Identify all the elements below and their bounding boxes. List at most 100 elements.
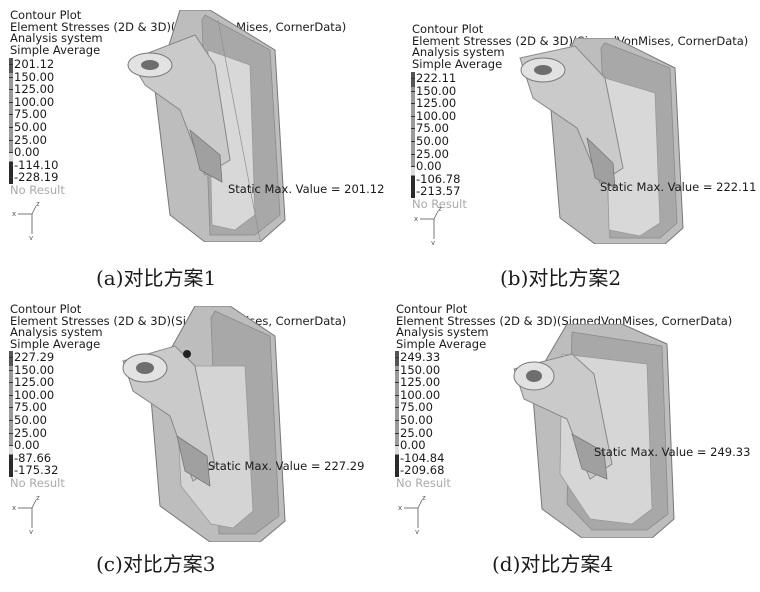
no-result-label: No Result	[10, 182, 65, 197]
contour-legend: 201.12 150.00 125.00 100.00 75.00 50.00 …	[9, 58, 65, 197]
axis-triad-icon: x z y	[396, 494, 426, 536]
static-max-value-label: Static Max. Value = 249.33	[594, 445, 751, 459]
axis-triad-icon: x z y	[10, 200, 40, 242]
no-result-label: No Result	[412, 196, 467, 211]
legend-color-bar	[9, 58, 13, 184]
header-line-1: Contour Plot	[396, 302, 468, 316]
header-line-4: Simple Average	[412, 56, 503, 71]
legend-color-bar	[411, 72, 415, 198]
legend-value-9: -213.57	[411, 185, 467, 198]
legend-value-8: -114.10	[9, 159, 65, 172]
legend-value-2: 125.00	[411, 97, 467, 110]
contour-panel-b: Contour Plot Element Stresses (2D & 3D)(…	[390, 0, 760, 296]
svg-text:y: y	[29, 528, 33, 534]
bracket-model-image	[513, 324, 675, 538]
header-line-3: Analysis system	[10, 31, 103, 45]
legend-value-4: 75.00	[9, 401, 65, 414]
legend-value-8: -87.66	[9, 452, 65, 465]
legend-value-9: -228.19	[9, 171, 65, 184]
plot-header: Contour Plot Element Stresses (2D & 3D)(…	[396, 302, 733, 351]
legend-value-5: 50.00	[395, 414, 451, 427]
plot-header: Contour Plot Element Stresses (2D & 3D)(…	[10, 302, 347, 351]
legend-value-6: 25.00	[9, 133, 65, 147]
svg-text:z: z	[438, 205, 442, 213]
header-line-1: Contour Plot	[10, 302, 82, 316]
svg-text:x: x	[12, 504, 16, 512]
legend-value-1: 150.00	[395, 363, 451, 377]
legend-value-3: 100.00	[9, 389, 65, 402]
legend-value-7: 0.00	[9, 439, 65, 452]
axis-triad-icon: x z y	[10, 494, 40, 536]
legend-value-4: 75.00	[395, 401, 451, 414]
legend-value-9: -175.32	[9, 464, 65, 477]
header-line-3: Analysis system	[396, 325, 489, 339]
static-max-value-label: Static Max. Value = 222.11	[600, 180, 757, 194]
contour-legend: 249.33 150.00 125.00 100.00 75.00 50.00 …	[395, 351, 451, 490]
legend-value-4: 75.00	[9, 108, 65, 121]
bracket-model-image	[127, 10, 286, 242]
header-line-1: Contour Plot	[10, 8, 82, 22]
contour-legend: 222.11 150.00 125.00 100.00 75.00 50.00 …	[411, 72, 467, 211]
header-line-4: Simple Average	[10, 42, 101, 57]
legend-value-1: 150.00	[9, 70, 65, 84]
contour-legend: 227.29 150.00 125.00 100.00 75.00 50.00 …	[9, 351, 65, 490]
header-line-3: Analysis system	[10, 325, 103, 339]
static-max-value-label: Static Max. Value = 201.12	[228, 182, 385, 196]
header-line-2: Element Stresses (2D & 3D)(SignedVonMise…	[396, 313, 733, 328]
legend-value-0: 249.33	[395, 351, 451, 364]
contour-panel-c: Contour Plot Element Stresses (2D & 3D)(…	[0, 296, 380, 592]
header-line-4: Simple Average	[396, 336, 487, 351]
bracket-model-image	[122, 306, 286, 542]
header-line-2: Element Stresses (2D & 3D)(SignedVonMise…	[10, 313, 347, 328]
contour-panel-d: Contour Plot Element Stresses (2D & 3D)(…	[390, 296, 760, 592]
header-line-3: Analysis system	[412, 45, 505, 59]
legend-value-6: 25.00	[9, 426, 65, 440]
legend-value-2: 125.00	[9, 83, 65, 96]
no-result-label: No Result	[10, 475, 65, 490]
svg-text:x: x	[398, 504, 402, 512]
legend-value-7: 0.00	[9, 146, 65, 159]
legend-value-1: 150.00	[9, 363, 65, 377]
figure-caption: (c)对比方案3	[96, 552, 216, 576]
figure-caption: (d)对比方案4	[492, 552, 614, 576]
legend-value-5: 50.00	[411, 135, 467, 148]
legend-value-0: 201.12	[9, 58, 65, 71]
legend-value-3: 100.00	[9, 96, 65, 109]
legend-value-8: -106.78	[411, 173, 467, 186]
legend-value-3: 100.00	[395, 389, 451, 402]
svg-text:z: z	[36, 200, 40, 208]
bracket-model-image	[519, 38, 684, 244]
legend-value-0: 227.29	[9, 351, 65, 364]
svg-text:x: x	[12, 210, 16, 218]
svg-text:x: x	[414, 215, 418, 223]
legend-value-5: 50.00	[9, 121, 65, 134]
svg-text:y: y	[431, 239, 435, 245]
legend-value-7: 0.00	[411, 160, 467, 173]
legend-color-bar	[395, 351, 399, 477]
legend-color-bar	[9, 351, 13, 477]
legend-value-7: 0.00	[395, 439, 451, 452]
svg-text:y: y	[29, 234, 33, 240]
svg-text:z: z	[422, 494, 426, 502]
static-max-value-label: Static Max. Value = 227.29	[208, 459, 365, 473]
legend-value-8: -104.84	[395, 452, 451, 465]
legend-value-2: 125.00	[395, 376, 451, 389]
legend-value-6: 25.00	[411, 147, 467, 161]
svg-text:z: z	[36, 494, 40, 502]
figure-caption: (a)对比方案1	[96, 266, 217, 290]
legend-value-6: 25.00	[395, 426, 451, 440]
no-result-label: No Result	[396, 475, 451, 490]
legend-value-3: 100.00	[411, 110, 467, 123]
header-line-4: Simple Average	[10, 336, 101, 351]
legend-value-9: -209.68	[395, 464, 451, 477]
legend-value-1: 150.00	[411, 84, 467, 98]
figure-caption: (b)对比方案2	[500, 266, 622, 290]
legend-value-4: 75.00	[411, 122, 467, 135]
legend-value-2: 125.00	[9, 376, 65, 389]
contour-panel-a: Contour Plot Element Stresses (2D & 3D)(…	[0, 0, 384, 296]
axis-triad-icon: x z y	[412, 205, 442, 247]
legend-value-5: 50.00	[9, 414, 65, 427]
header-line-1: Contour Plot	[412, 22, 484, 36]
svg-text:y: y	[415, 528, 419, 534]
legend-value-0: 222.11	[411, 72, 467, 85]
